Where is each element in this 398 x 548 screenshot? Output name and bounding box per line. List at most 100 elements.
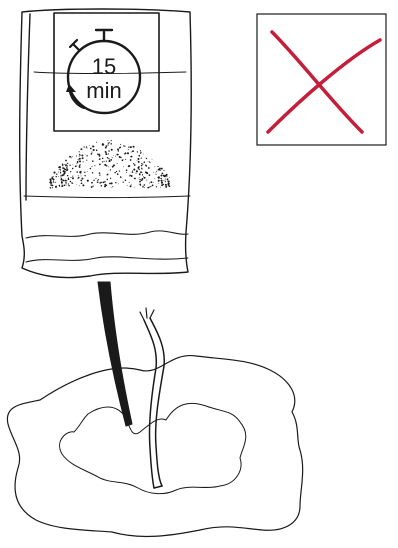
speckle-dot	[123, 159, 124, 160]
speckle-dot	[76, 165, 77, 166]
speckle-dot	[58, 176, 59, 177]
speckle-dot	[93, 146, 94, 147]
speckle-dot	[96, 149, 98, 151]
speckle-dot	[91, 153, 93, 155]
speckle-dot	[109, 161, 110, 162]
speckle-dot	[137, 167, 139, 169]
speckle-dot	[97, 181, 99, 183]
speckle-dot	[109, 160, 110, 161]
speckle-dot	[138, 161, 140, 163]
speckle-dot	[60, 178, 62, 180]
speckle-dot	[150, 181, 152, 183]
speckle-dot	[132, 170, 133, 171]
bag-icon	[20, 9, 192, 278]
speckle-dot	[76, 155, 77, 156]
speckle-dot	[166, 185, 167, 186]
speckle-dot	[132, 171, 134, 173]
speckle-dot	[161, 175, 163, 177]
speckle-dot	[53, 179, 55, 181]
speckle-dot	[63, 171, 65, 173]
speckle-dot	[112, 157, 113, 158]
speckle-dot	[50, 182, 52, 184]
speckle-dot	[149, 183, 150, 184]
speckle-dot	[52, 185, 53, 186]
speckle-dot	[106, 165, 108, 167]
speckle-dot	[133, 163, 134, 164]
speckle-dot	[92, 172, 94, 174]
speckle-dot	[87, 148, 88, 149]
speckle-dot	[102, 143, 104, 145]
speckle-dot	[104, 161, 105, 162]
speckle-dot	[107, 157, 109, 159]
speckle-dot	[165, 175, 167, 177]
speckle-dot	[141, 168, 142, 169]
speckle-dot	[91, 152, 92, 153]
speckle-dot	[160, 187, 161, 188]
speckle-dot	[117, 173, 119, 175]
speckle-dot	[165, 179, 166, 180]
speckle-dot	[110, 143, 112, 145]
speckle-dot	[84, 172, 85, 173]
speckle-dot	[160, 178, 161, 179]
speckle-dot	[143, 185, 144, 186]
speckle-dot	[50, 183, 51, 184]
speckle-dot	[99, 155, 101, 157]
speckle-dot	[50, 181, 51, 182]
speckle-dot	[99, 172, 101, 174]
speckle-dot	[140, 150, 141, 151]
speckle-dot	[154, 166, 155, 167]
speckle-dot	[77, 163, 78, 164]
speckle-dot	[90, 148, 92, 150]
speckle-dot	[130, 146, 132, 148]
speckle-dot	[91, 166, 92, 167]
pour-stream	[98, 282, 132, 426]
speckle-dot	[67, 163, 68, 164]
speckle-dot	[165, 181, 166, 182]
speckle-dot	[156, 174, 157, 175]
speckle-dot	[80, 180, 82, 182]
speckle-dot	[127, 152, 129, 154]
speckle-dot	[141, 163, 142, 164]
speckle-dot	[61, 182, 63, 184]
speckle-dot	[154, 178, 155, 179]
speckle-dot	[167, 179, 169, 181]
speckle-dot	[131, 184, 132, 185]
speckle-dot	[78, 159, 79, 160]
speckle-dot	[79, 165, 80, 166]
speckle-dot	[83, 146, 84, 147]
speckle-dot	[79, 160, 81, 162]
speckle-dot	[133, 169, 135, 171]
speckle-dot	[138, 155, 140, 157]
speckle-dot	[61, 176, 62, 177]
speckle-dot	[123, 181, 124, 182]
speckle-dot	[91, 186, 93, 188]
speckle-dot	[131, 175, 133, 177]
speckle-dot	[52, 187, 53, 188]
speckle-dot	[52, 179, 53, 180]
speckle-dot	[146, 158, 147, 159]
speckle-dot	[134, 187, 135, 188]
speckle-dot	[132, 150, 134, 152]
speckle-dot	[111, 140, 112, 141]
speckle-dot	[141, 179, 143, 181]
speckle-dot	[142, 174, 143, 175]
speckle-dot	[128, 149, 129, 150]
speckle-dot	[149, 174, 151, 176]
speckle-dot	[72, 177, 74, 179]
speckle-dot	[163, 175, 165, 177]
speckle-dot	[60, 169, 61, 170]
speckle-dot	[102, 182, 104, 184]
speckle-dot	[117, 148, 119, 150]
speckle-dot	[72, 156, 73, 157]
speckle-dot	[124, 146, 125, 147]
speckle-dot	[99, 175, 100, 176]
speckle-dot	[78, 175, 79, 176]
speckle-dot	[49, 178, 51, 180]
speckle-dot	[83, 161, 84, 162]
speckle-dot	[80, 148, 82, 150]
speckle-dot	[109, 183, 111, 185]
speckle-dot	[65, 160, 67, 162]
speckle-dot	[145, 171, 147, 173]
speckle-dot	[127, 185, 128, 186]
speckle-dot	[158, 183, 159, 184]
